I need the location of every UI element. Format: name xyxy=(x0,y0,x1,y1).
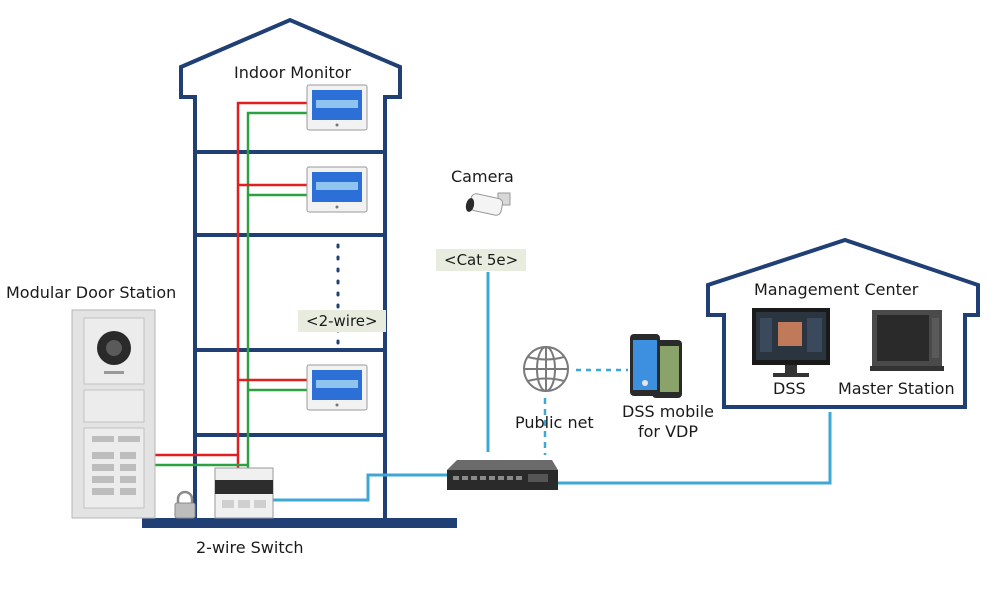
two-wire-switch-device xyxy=(214,467,274,519)
two-wire-tag: <2-wire> xyxy=(298,310,386,332)
globe-icon xyxy=(523,346,569,392)
camera-icon xyxy=(465,192,511,216)
lock-icon xyxy=(174,490,196,519)
modular-door-station-label: Modular Door Station xyxy=(6,283,177,302)
green-wire-riser xyxy=(246,111,307,470)
mobile-phone-icon xyxy=(630,334,682,398)
master-station-label: Master Station xyxy=(838,379,955,398)
modular-door-station xyxy=(71,309,156,519)
management-center-label: Management Center xyxy=(754,280,919,299)
dss-monitor-icon xyxy=(752,308,830,377)
residential-building xyxy=(179,17,402,520)
network-cables xyxy=(272,272,832,502)
indoor-monitor-2 xyxy=(306,166,368,213)
master-station-icon xyxy=(870,310,944,371)
two-wire-cables xyxy=(155,101,307,470)
two-wire-switch-label: 2-wire Switch xyxy=(196,538,304,557)
red-wire-riser xyxy=(236,101,307,470)
indoor-monitor-label: Indoor Monitor xyxy=(234,63,352,82)
hub-to-management-cable xyxy=(558,412,832,485)
dss-label: DSS xyxy=(773,379,806,398)
camera-label: Camera xyxy=(451,167,514,186)
dss-mobile-label: DSS mobile xyxy=(622,402,714,421)
ground-slab xyxy=(142,518,457,528)
switch-to-hub-cable xyxy=(272,473,447,502)
for-vdp-label: for VDP xyxy=(638,422,698,441)
indoor-monitor-1 xyxy=(306,84,368,131)
cat5e-tag: <Cat 5e> xyxy=(436,249,527,271)
network-switch-device xyxy=(447,460,558,490)
public-net-label: Public net xyxy=(515,413,594,432)
indoor-monitor-3 xyxy=(306,364,368,411)
building-outline xyxy=(179,17,402,520)
management-center-building xyxy=(706,237,980,409)
